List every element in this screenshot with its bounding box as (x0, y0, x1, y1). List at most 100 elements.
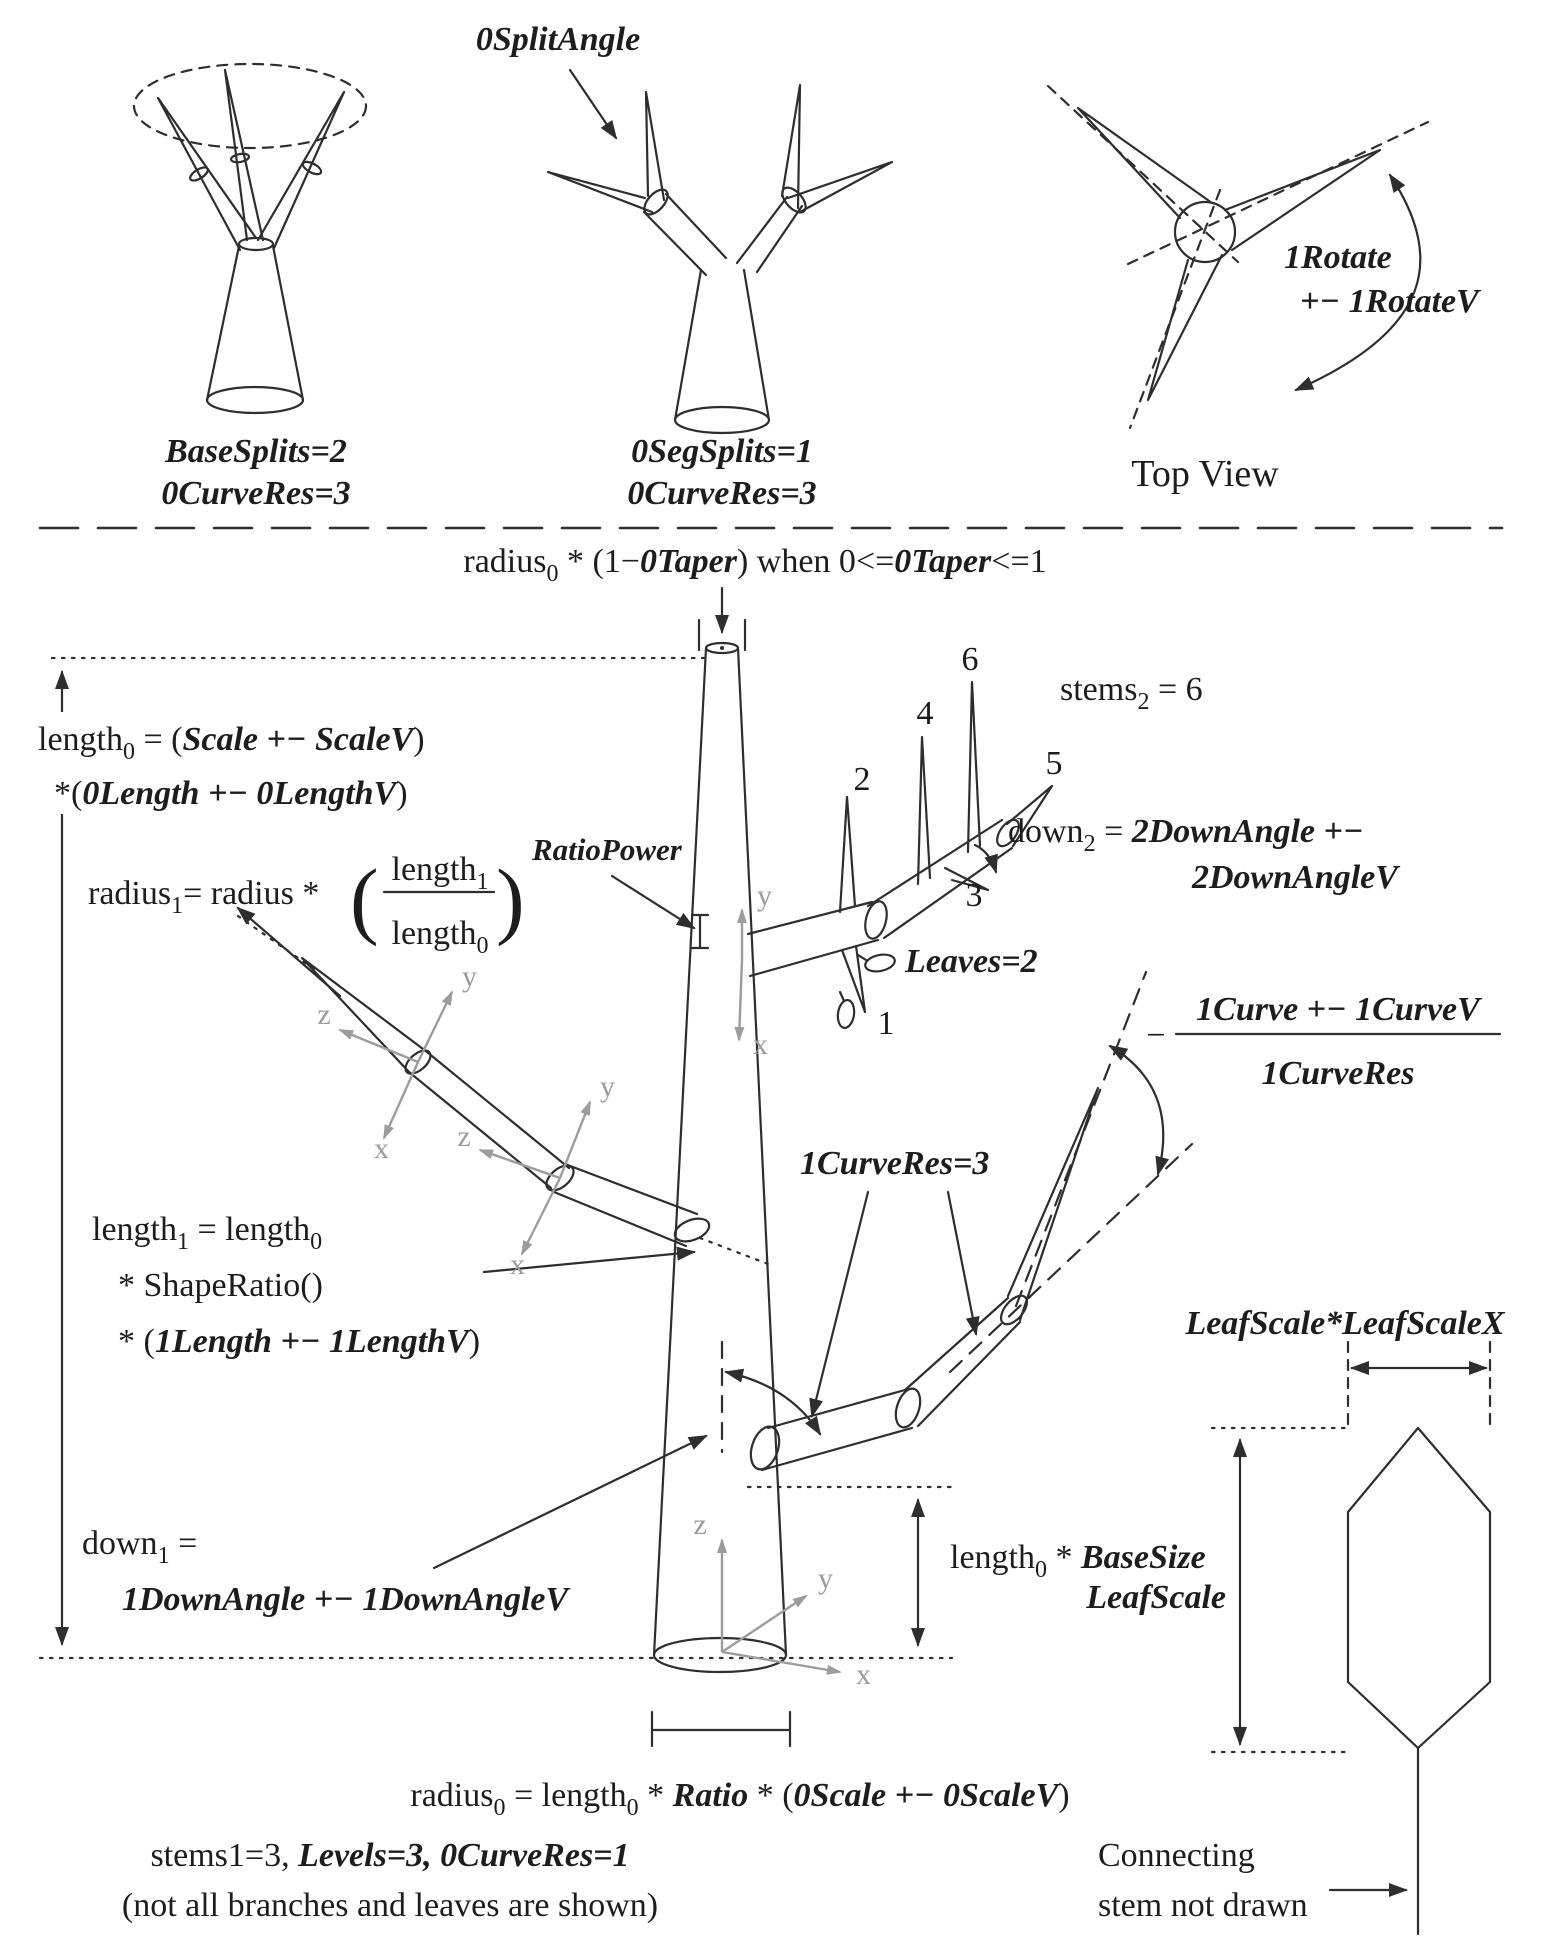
branch2-axes: y x (734, 879, 772, 1061)
leaf-diagram: LeafScale*LeafScaleX LeafScale Connectin… (1085, 1305, 1506, 1936)
rotate-angle-arrow (1294, 173, 1422, 392)
radius0-group: radius0 = length0 * Ratio * (0Scale +− 0… (410, 1710, 1070, 1821)
curveres-arrow-2 (946, 1190, 980, 1336)
tree1-stem-left (156, 96, 258, 252)
axis-y-label: y (757, 879, 772, 912)
radius0-bracket (650, 1710, 792, 1748)
trunk-sides (652, 646, 788, 1657)
tree1-stem-right (256, 90, 346, 250)
rotate-label-2: +− 1RotateV (1300, 283, 1481, 320)
down1-group: down1 = 1DownAngle +− 1DownAngleV (82, 1340, 822, 1618)
topview-axis-dashes (1046, 84, 1430, 430)
joint1-axes: z y x (317, 960, 477, 1165)
branch1-segA (300, 956, 429, 1074)
curve-minus-sign: − (1146, 1017, 1165, 1054)
axis-y-label: y (818, 1562, 833, 1595)
leaf-1 (864, 953, 896, 973)
curve-fraction-denominator: 1CurveRes (1262, 1055, 1415, 1092)
stem-number-1: 1 (878, 1005, 895, 1042)
leaves-label: Leaves=2 (904, 943, 1038, 980)
axis-z-label: z (317, 998, 330, 1031)
tree2-split-spikes (546, 83, 894, 214)
dashed-crown-ellipse (132, 62, 368, 150)
leafscalex-dashed-guides (1346, 1340, 1492, 1434)
tip-dotted-extension (236, 914, 320, 974)
tree2-trunk (673, 268, 771, 422)
tree1-trunk (205, 244, 305, 402)
connecting-stem-line1: Connecting (1098, 1837, 1255, 1874)
seg3-dashed-line (1014, 970, 1148, 1308)
down1-label-line1: down1 = (82, 1525, 197, 1569)
length1-formula-line2: * ShapeRatio() (118, 1267, 323, 1304)
taper-formula-group: radius0 * (1−0Taper) when 0<=0Taper<=1 (463, 543, 1047, 634)
footer-line1: stems1=3, Levels=3, 0CurveRes=1 (150, 1837, 629, 1874)
stem-number-6: 6 (962, 641, 979, 678)
base-dotted-extension (698, 1236, 770, 1266)
tree2-caption-1: 0SegSplits=1 (631, 433, 813, 470)
leafscalex-label: LeafScale*LeafScaleX (1184, 1305, 1505, 1342)
length1-formula-line3: * (1Length +− 1LengthV) (118, 1323, 480, 1360)
radius0-formula: radius0 = length0 * Ratio * (0Scale +− 0… (410, 1777, 1069, 1821)
leaf-outline (1346, 1426, 1492, 1750)
connecting-stem-line2: stem not drawn (1098, 1887, 1308, 1924)
trunk-base-axes: z y x (693, 1508, 871, 1691)
leaf-2 (836, 998, 856, 1030)
top-view-diagram: 1Rotate +− 1RotateV Top View (1046, 84, 1481, 495)
radius1-formula-group: radius1= radius * ( length1 length0 ) Ra… (88, 832, 710, 959)
stem-number-4: 4 (917, 695, 934, 732)
down2-label-line1: down2 = 2DownAngle +− (1008, 813, 1364, 857)
tree1-caption-1: BaseSplits=2 (164, 433, 347, 470)
branch1-segB (407, 1050, 571, 1190)
stem-number-5: 5 (1046, 745, 1063, 782)
down2-label-line2: 2DownAngleV (1191, 859, 1400, 896)
curve-seg3 (1006, 1086, 1100, 1322)
joint2-axes: z y x (457, 1070, 615, 1281)
branch2-tip (1005, 784, 1054, 848)
length0-measure: length0 = (Scale +− ScaleV) *(0Length +−… (28, 656, 954, 1660)
length1-arrow (482, 1246, 696, 1274)
tree2-branch-right (735, 195, 804, 274)
basesize-label: length0 * BaseSize (950, 1539, 1206, 1583)
axis-x-label: x (510, 1248, 525, 1281)
topview-branch-down (1146, 253, 1224, 402)
trunk-top-ticks (697, 618, 747, 652)
down2-angle-arc (973, 843, 998, 874)
radius1-denominator: length0 (392, 915, 489, 959)
curve-seg2 (903, 1296, 1022, 1428)
branch-level1: z y x z y x (236, 906, 770, 1281)
stems2-label: stems2 = 6 (1060, 671, 1203, 715)
curve-branch: − 1Curve +− 1CurveV 1CurveRes 1CurveRes=… (749, 970, 1502, 1472)
branch-level2: 1 2 3 4 5 6 stems2 = 6 down2 = 2DownAngl… (746, 641, 1400, 1042)
axis-x-label: x (374, 1132, 389, 1165)
taper-formula: radius0 * (1−0Taper) when 0<=0Taper<=1 (463, 543, 1046, 587)
tree1-caption-2: 0CurveRes=3 (161, 475, 350, 512)
length0-formula-line1: length0 = (Scale +− ScaleV) (38, 721, 425, 765)
curve-seg1 (760, 1388, 914, 1472)
tree-segsplits-diagram: 0SplitAngle 0SegSplits=1 0CurveRes=3 (476, 21, 894, 512)
length1-formula-group: length1 = length0 * ShapeRatio() * (1Len… (92, 1211, 480, 1360)
topview-branch-upleft (1076, 106, 1214, 220)
stem-number-3: 3 (966, 877, 983, 914)
down1-angle-arc (724, 1368, 822, 1436)
split-angle-arrow (568, 68, 618, 140)
down1-pointer-arrow (432, 1434, 708, 1570)
axis-z-label: z (693, 1508, 706, 1541)
seg2-dashed-extension (948, 1142, 1194, 1374)
axis-x-label: x (753, 1028, 768, 1061)
branch1-segC (552, 1162, 699, 1248)
curve-fraction-numerator: 1Curve +− 1CurveV (1196, 991, 1482, 1028)
top-view-caption: Top View (1131, 453, 1279, 495)
length1-formula-line1: length1 = length0 (92, 1211, 322, 1255)
leafscale-dotted-guides (1210, 1426, 1354, 1754)
tree-basesplits-diagram: BaseSplits=2 0CurveRes=3 (132, 62, 368, 512)
tree2-caption-2: 0CurveRes=3 (627, 475, 816, 512)
down1-label-line2: 1DownAngle +− 1DownAngleV (122, 1581, 571, 1618)
branch2-seg2 (866, 818, 1014, 940)
tree1-stem-middle (223, 68, 265, 242)
footer-line2: (not all branches and leaves are shown) (122, 1887, 658, 1924)
radius1-tick (690, 913, 710, 950)
curveres-label: 1CurveRes=3 (800, 1145, 989, 1182)
leafscale-label: LeafScale (1085, 1579, 1226, 1616)
axis-z-label: z (457, 1120, 470, 1153)
